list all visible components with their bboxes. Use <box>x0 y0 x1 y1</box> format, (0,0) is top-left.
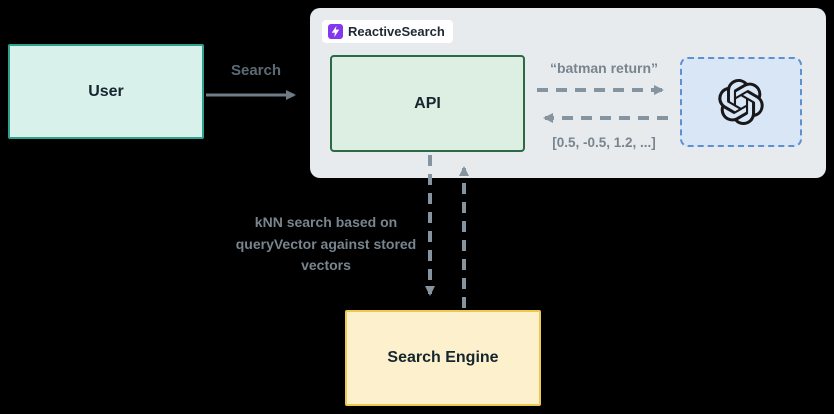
reactivesearch-brand-label: ReactiveSearch <box>348 24 445 39</box>
vector-edge-label: [0.5, -0.5, 1.2, ...] <box>552 135 656 150</box>
openai-icon <box>718 79 764 125</box>
search-engine-node: Search Engine <box>345 310 541 406</box>
api-node-label: API <box>414 94 441 112</box>
api-node: API <box>330 55 525 152</box>
user-node: User <box>8 44 204 139</box>
search-edge-label: Search <box>230 62 282 79</box>
knn-edge-label: kNN search based on queryVector against … <box>235 214 417 274</box>
openai-node <box>680 57 802 147</box>
reactivesearch-logo-icon <box>328 24 343 39</box>
search-engine-node-label: Search Engine <box>387 349 499 366</box>
query-edge-label: “batman return” <box>549 60 659 76</box>
reactivesearch-brand-badge: ReactiveSearch <box>322 20 453 43</box>
user-node-label: User <box>88 82 124 100</box>
